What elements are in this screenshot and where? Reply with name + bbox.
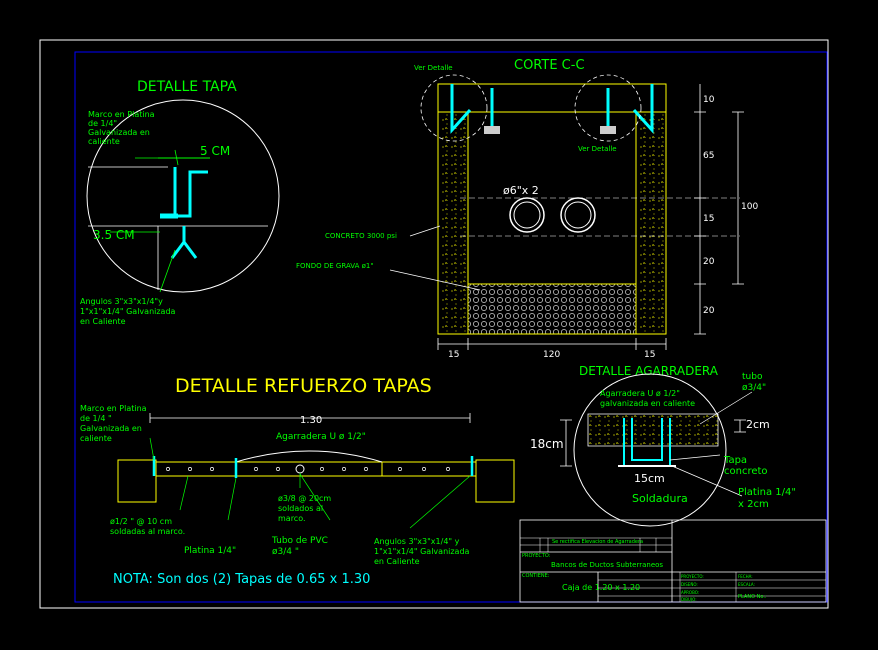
tb-line-2: Caja de 1.20 x 1.20 (562, 583, 640, 592)
dim-100: 100 (741, 202, 758, 212)
tubes-label: ø6"x 2 (503, 184, 539, 197)
ref-agarradera: Agarradera U ø 1/2" (276, 432, 366, 442)
ver-detalle-left: Ver Detalle (414, 64, 453, 72)
fondo-label: FONDO DE GRAVA ø1" (296, 262, 374, 270)
tb-line-1: Bancos de Ductos Subterraneos (551, 561, 663, 569)
ref-marco-4: caliente (80, 434, 112, 443)
dim-15cm: 15cm (634, 472, 665, 485)
ref-dim-130: 1.30 (300, 415, 322, 426)
agarradera-1: Agarradera U ø 1/2" (600, 389, 680, 398)
tb-proyecto: PROYECTO: (522, 553, 551, 559)
corte-c-c: CORTE C-C Ver Detalle Ver Detalle CONCRE… (296, 58, 758, 360)
corte-title: CORTE C-C (514, 58, 585, 73)
tubo-2: ø3/4" (742, 383, 766, 393)
ref-angulos-3: en Caliente (374, 557, 420, 566)
detalle-agarradera: DETALLE AGARRADERA tubo ø3/4" Agarradera… (530, 364, 796, 527)
nota: NOTA: Son dos (2) Tapas de 0.65 x 1.30 (113, 572, 370, 587)
dim-18cm: 18cm (530, 437, 564, 451)
tb-contiene: CONTIENE: (522, 573, 550, 579)
ref-rod-2: soldados al (278, 504, 323, 513)
tb-f-dibujo: DIBUJO: (681, 597, 697, 602)
tubo-1: tubo (742, 372, 763, 382)
ver-detalle-right: Ver Detalle (578, 145, 617, 153)
detalle-refuerzo: DETALLE REFUERZO TAPAS Marco en Platina … (80, 375, 515, 566)
ref-marco-3: Galvanizada en (80, 424, 142, 433)
dim-20b: 20 (703, 306, 715, 316)
dim-15: 15 (703, 214, 714, 224)
tapa-marco-4: caliente (88, 137, 120, 146)
refuerzo-title: DETALLE REFUERZO TAPAS (175, 375, 432, 397)
tapa-angulos-2: 1"x1"x1/4" Galvanizada (80, 307, 176, 316)
detail-circle (86, 99, 280, 293)
ref-angulos-2: 1"x1"x1/4" Galvanizada (374, 547, 470, 556)
ref-pvc-2: ø3/4 " (272, 547, 299, 557)
tb-f-aprobo: APROBO: (681, 590, 699, 595)
dim-bottom-mid: 120 (543, 350, 560, 360)
ref-marco-1: Marco en Platina (80, 404, 147, 413)
ref-varilla-1: ø1/2 " @ 10 cm (110, 517, 172, 526)
tapa-angulos-1: Angulos 3"x3"x1/4"y (80, 297, 163, 306)
detalle-tapa-title: DETALLE TAPA (137, 79, 237, 95)
ref-rod-3: marco. (278, 514, 306, 523)
tapa-2: concreto (724, 466, 768, 477)
ref-platina: Platina 1/4" (184, 546, 236, 556)
tb-f-proyecto: PROYECTO: (681, 574, 704, 579)
ref-angulos-1: Angulos 3"x3"x1/4" y (374, 537, 460, 546)
agarradera-2: galvanizada en caliente (600, 399, 695, 408)
tapa-marco-2: de 1/4" (88, 119, 117, 128)
dim-2cm: 2cm (746, 418, 770, 431)
platina-1: Platina 1/4" (738, 487, 796, 498)
ref-marco-2: de 1/4 " (80, 414, 112, 423)
tapa-marco-1: Marco en Platina (88, 110, 155, 119)
dim-bottom-left: 15 (448, 350, 459, 360)
tb-f-escala: ESCALA: (738, 582, 755, 587)
detalle-tapa: DETALLE TAPA Marco en Platina de 1/4" Ga… (80, 79, 280, 326)
concreto-label: CONCRETO 3000 psi (325, 232, 397, 240)
dim-65: 65 (703, 151, 714, 161)
tapa-1: Tapa (723, 455, 747, 466)
soldadura: Soldadura (632, 492, 688, 505)
title-block: Se rectifica Elevacion de Agarradera PRO… (519, 519, 827, 603)
tapa-angulos-3: en Caliente (80, 317, 126, 326)
ref-rod-1: ø3/8 @ 20cm (278, 494, 331, 503)
tapa-dim-top: 5 CM (200, 144, 230, 158)
dim-10: 10 (703, 95, 715, 105)
ref-pvc-1: Tubo de PVC (271, 536, 328, 546)
agarradera-title: DETALLE AGARRADERA (579, 364, 719, 378)
tb-rev-row: Se rectifica Elevacion de Agarradera (552, 539, 643, 545)
platina-2: x 2cm (738, 499, 769, 510)
dim-bottom-right: 15 (644, 350, 655, 360)
outer-border (39, 39, 829, 609)
tb-f-fecha: FECHA: (738, 574, 753, 579)
dim-20a: 20 (703, 257, 715, 267)
tapa-dim-side: 3.5 CM (93, 228, 135, 242)
tb-f-plano: PLANO No.: (738, 594, 767, 600)
tapa-marco-3: Galvanizada en (88, 128, 150, 137)
inner-border (74, 51, 828, 603)
tb-f-disenio: DISEÑO: (681, 582, 698, 587)
ref-varilla-2: soldadas al marco. (110, 527, 185, 536)
